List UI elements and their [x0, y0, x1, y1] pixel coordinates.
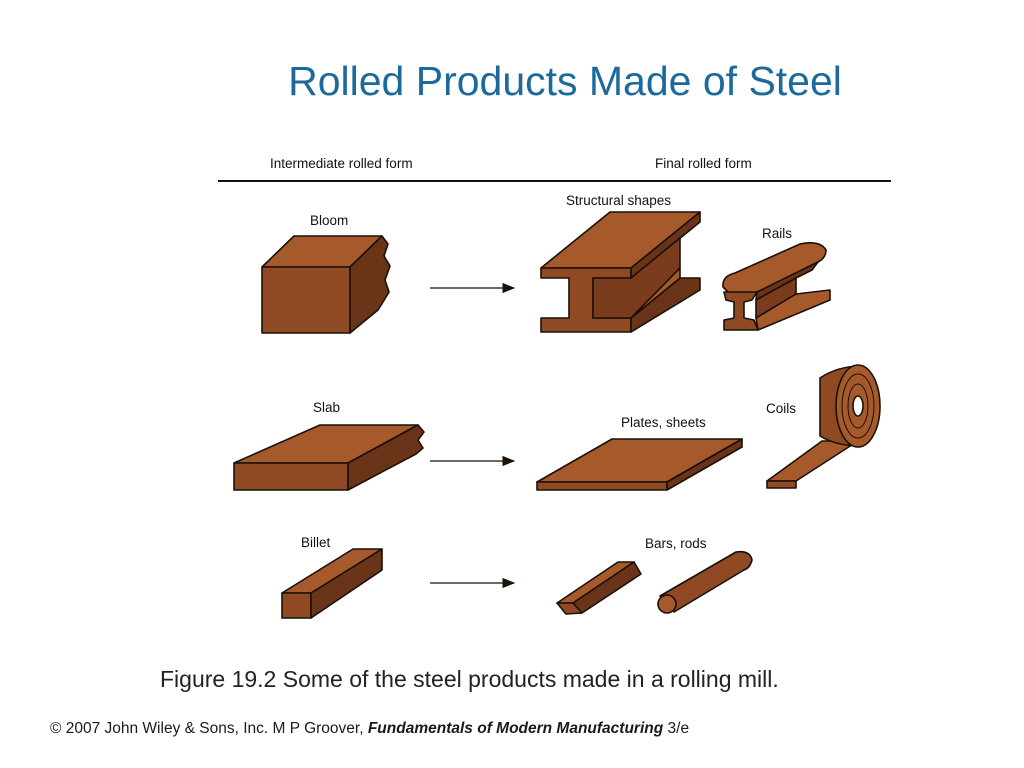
- label-coils: Coils: [766, 401, 796, 416]
- credit-suffix: 3/e: [663, 720, 690, 737]
- coil-shape: [766, 364, 881, 489]
- plate-shape: [536, 438, 743, 491]
- label-billet: Billet: [301, 535, 331, 550]
- copyright-credit: © 2007 John Wiley & Sons, Inc. M P Groov…: [50, 720, 689, 738]
- credit-prefix: © 2007 John Wiley & Sons, Inc. M P Groov…: [50, 720, 368, 737]
- label-plates-sheets: Plates, sheets: [621, 415, 706, 430]
- bloom-shape: [261, 235, 391, 334]
- structural-shape-ibeam: [540, 211, 701, 333]
- label-rails: Rails: [762, 226, 792, 241]
- header-final: Final rolled form: [655, 156, 752, 171]
- label-bloom: Bloom: [310, 213, 348, 228]
- label-bars-rods: Bars, rods: [645, 536, 707, 551]
- rail-shape: [722, 242, 831, 331]
- label-slab: Slab: [313, 400, 340, 415]
- figure-caption: Figure 19.2 Some of the steel products m…: [160, 666, 779, 692]
- header-intermediate: Intermediate rolled form: [270, 156, 413, 171]
- diagram-header: Intermediate rolled form Final rolled fo…: [218, 156, 891, 182]
- slide-title: Rolled Products Made of Steel: [288, 58, 842, 104]
- label-structural-shapes: Structural shapes: [566, 193, 671, 208]
- slab-shape: [233, 424, 425, 491]
- credit-book-title: Fundamentals of Modern Manufacturing: [367, 720, 664, 737]
- square-bar-shape: [556, 561, 642, 615]
- round-rod-shape: [657, 550, 753, 614]
- billet-shape: [281, 548, 383, 619]
